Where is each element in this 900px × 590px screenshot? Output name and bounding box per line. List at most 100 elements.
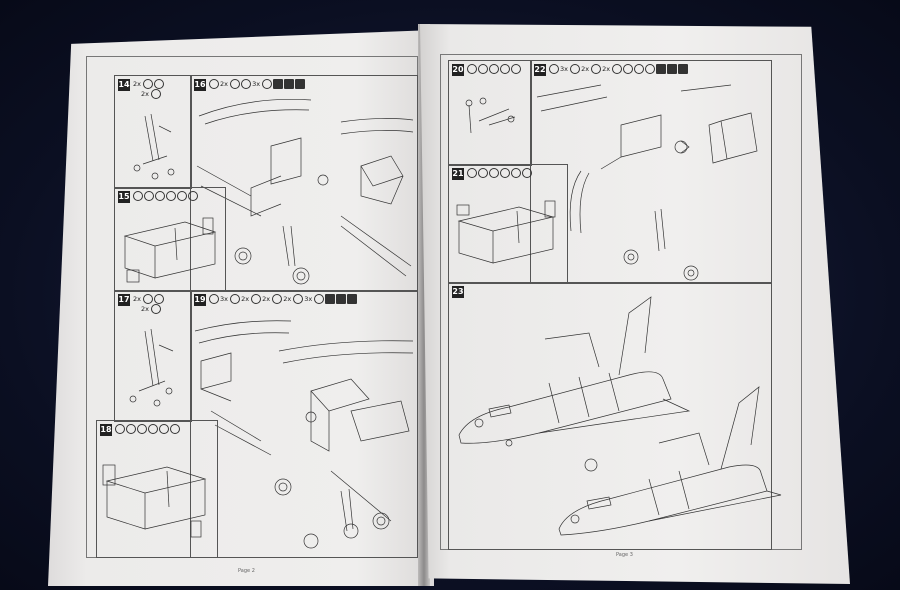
step-16-panel: 16 2x 3x bbox=[190, 75, 418, 292]
part-icon bbox=[623, 64, 634, 74]
part-icon bbox=[347, 294, 358, 304]
parts-row: 2x bbox=[141, 89, 162, 99]
step-22-panel: 22 3x 2x 2x bbox=[530, 60, 772, 284]
part-icon bbox=[325, 294, 336, 304]
part-icon bbox=[209, 294, 219, 304]
part-icon bbox=[170, 424, 180, 434]
space-shuttle-drawing bbox=[458, 296, 782, 536]
part-icon bbox=[314, 294, 325, 304]
part-icon bbox=[154, 79, 165, 89]
part-icon bbox=[511, 168, 521, 178]
part-icon bbox=[133, 191, 143, 201]
qty-label: 2x bbox=[581, 65, 590, 73]
step-number: 17 bbox=[118, 294, 130, 306]
part-icon bbox=[336, 294, 347, 304]
step-number: 18 bbox=[100, 424, 112, 436]
part-icon bbox=[137, 424, 147, 434]
cargo-bay-drawing bbox=[123, 217, 217, 283]
qty-label: 2x bbox=[141, 305, 149, 313]
part-icon bbox=[154, 294, 165, 304]
step-number: 16 bbox=[194, 79, 206, 91]
part-icon bbox=[656, 64, 667, 74]
part-icon bbox=[591, 64, 602, 74]
landing-gear-drawing bbox=[133, 113, 175, 180]
parts-row: 3x 2x 2x bbox=[549, 64, 689, 74]
part-icon bbox=[251, 294, 262, 304]
step-number: 14 bbox=[118, 79, 130, 91]
part-icon bbox=[209, 79, 219, 89]
part-icon bbox=[241, 79, 252, 89]
qty-label: 3x bbox=[304, 295, 313, 303]
cargo-bay-drawing bbox=[102, 464, 207, 538]
part-icon bbox=[166, 191, 176, 201]
part-icon bbox=[115, 424, 125, 434]
parts-row bbox=[133, 191, 199, 201]
step-17-panel: 17 2x 2x bbox=[114, 290, 192, 422]
part-icon bbox=[489, 168, 499, 178]
part-icon bbox=[155, 191, 165, 201]
qty-label: 2x bbox=[602, 65, 611, 73]
part-icon bbox=[645, 64, 656, 74]
part-icon bbox=[143, 294, 154, 304]
part-icon bbox=[500, 168, 510, 178]
gear-part-drawing bbox=[465, 97, 516, 134]
part-icon bbox=[667, 64, 678, 74]
part-icon bbox=[151, 304, 162, 314]
part-icon bbox=[143, 79, 154, 89]
qty-label: 3x bbox=[560, 65, 568, 73]
parts-row: 2x bbox=[141, 304, 162, 314]
qty-label: 3x bbox=[252, 80, 261, 88]
part-icon bbox=[295, 79, 306, 89]
step-number: 15 bbox=[118, 191, 130, 203]
qty-label: 3x bbox=[220, 295, 228, 303]
part-icon bbox=[478, 168, 488, 178]
parts-row: 2x bbox=[133, 294, 165, 304]
part-icon bbox=[262, 79, 273, 89]
part-icon bbox=[489, 64, 499, 74]
part-icon bbox=[230, 79, 241, 89]
qty-label: 2x bbox=[262, 295, 271, 303]
fuselage-assembly-drawing bbox=[194, 320, 414, 549]
qty-label: 2x bbox=[141, 90, 149, 98]
parts-row bbox=[115, 424, 181, 434]
qty-label: 2x bbox=[133, 80, 141, 88]
step-18-panel: 18 bbox=[96, 420, 218, 558]
part-icon bbox=[188, 191, 198, 201]
parts-row: 3x 2x 2x 2x 3x bbox=[209, 294, 358, 304]
part-icon bbox=[148, 424, 158, 434]
step-number: 19 bbox=[194, 294, 206, 306]
qty-label: 2x bbox=[283, 295, 292, 303]
part-icon bbox=[500, 64, 510, 74]
page-footer: Page 2 bbox=[238, 568, 255, 574]
landing-gear-drawing bbox=[129, 328, 174, 407]
part-icon bbox=[144, 191, 154, 201]
step-number: 23 bbox=[452, 286, 464, 298]
step-number: 22 bbox=[534, 64, 546, 76]
part-icon bbox=[634, 64, 645, 74]
qty-label: 2x bbox=[241, 295, 250, 303]
part-icon bbox=[522, 168, 532, 178]
step-19-panel: 19 3x 2x 2x 2x 3x bbox=[190, 290, 418, 558]
step-21-panel: 21 bbox=[448, 164, 568, 284]
part-icon bbox=[478, 64, 488, 74]
part-icon bbox=[284, 79, 295, 89]
part-icon bbox=[549, 64, 559, 74]
page-footer: Page 3 bbox=[616, 552, 633, 558]
part-icon bbox=[177, 191, 187, 201]
part-icon bbox=[159, 424, 169, 434]
parts-row: 2x bbox=[133, 79, 165, 89]
qty-label: 2x bbox=[220, 80, 228, 88]
part-icon bbox=[511, 64, 521, 74]
part-icon bbox=[570, 64, 581, 74]
left-page: 14 2x 2x 16 2x 3x bbox=[48, 30, 434, 586]
step-20-panel: 20 bbox=[448, 60, 532, 166]
part-icon bbox=[151, 89, 162, 99]
part-icon bbox=[678, 64, 689, 74]
part-icon bbox=[293, 294, 304, 304]
step-15-panel: 15 bbox=[114, 187, 226, 292]
part-icon bbox=[467, 64, 477, 74]
part-icon bbox=[612, 64, 623, 74]
part-icon bbox=[230, 294, 241, 304]
part-icon bbox=[273, 79, 284, 89]
part-icon bbox=[272, 294, 283, 304]
